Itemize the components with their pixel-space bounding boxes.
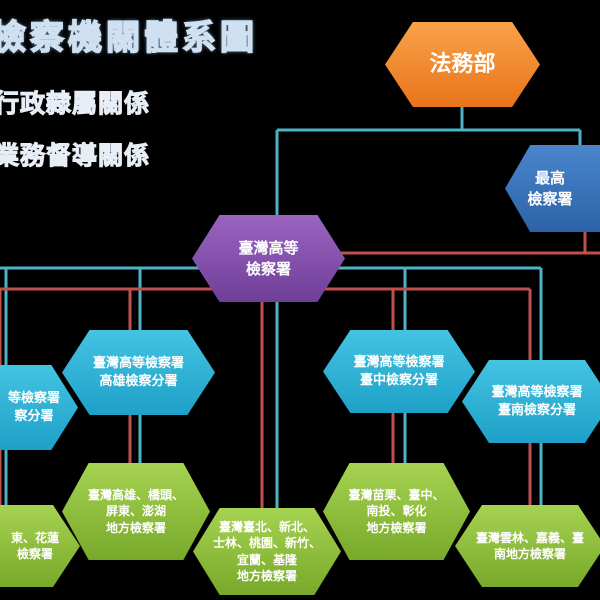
node-taichung-district: 臺灣苗栗、臺中、南投、彰化地方檢察署: [323, 463, 470, 560]
node-ministry: 法務部: [385, 22, 540, 107]
legend-supervision: 業務督導關係: [0, 141, 151, 171]
node-kaohsiung-branch: 臺灣高等檢察署高雄檢察分署: [62, 330, 215, 415]
node-taichung-branch: 臺灣高等檢察署臺中檢察分署: [323, 330, 475, 413]
node-taipei-district: 臺灣臺北、新北、士林、桃園、新竹、宜蘭、基隆地方檢察署: [193, 508, 341, 595]
node-kaohsiung-district: 臺灣高雄、橋頭、屏東、澎湖地方檢察署: [62, 463, 210, 560]
node-tainan-branch: 臺灣高等檢察署臺南檢察分署: [462, 360, 600, 443]
chart-title: 檢察機關體系圖: [0, 17, 258, 59]
node-tainan-district: 臺灣雲林、嘉義、臺南地方檢察署: [455, 505, 600, 587]
node-high: 臺灣高等檢察署: [192, 215, 345, 302]
legend-administrative: 行政隸屬關係: [0, 89, 151, 119]
